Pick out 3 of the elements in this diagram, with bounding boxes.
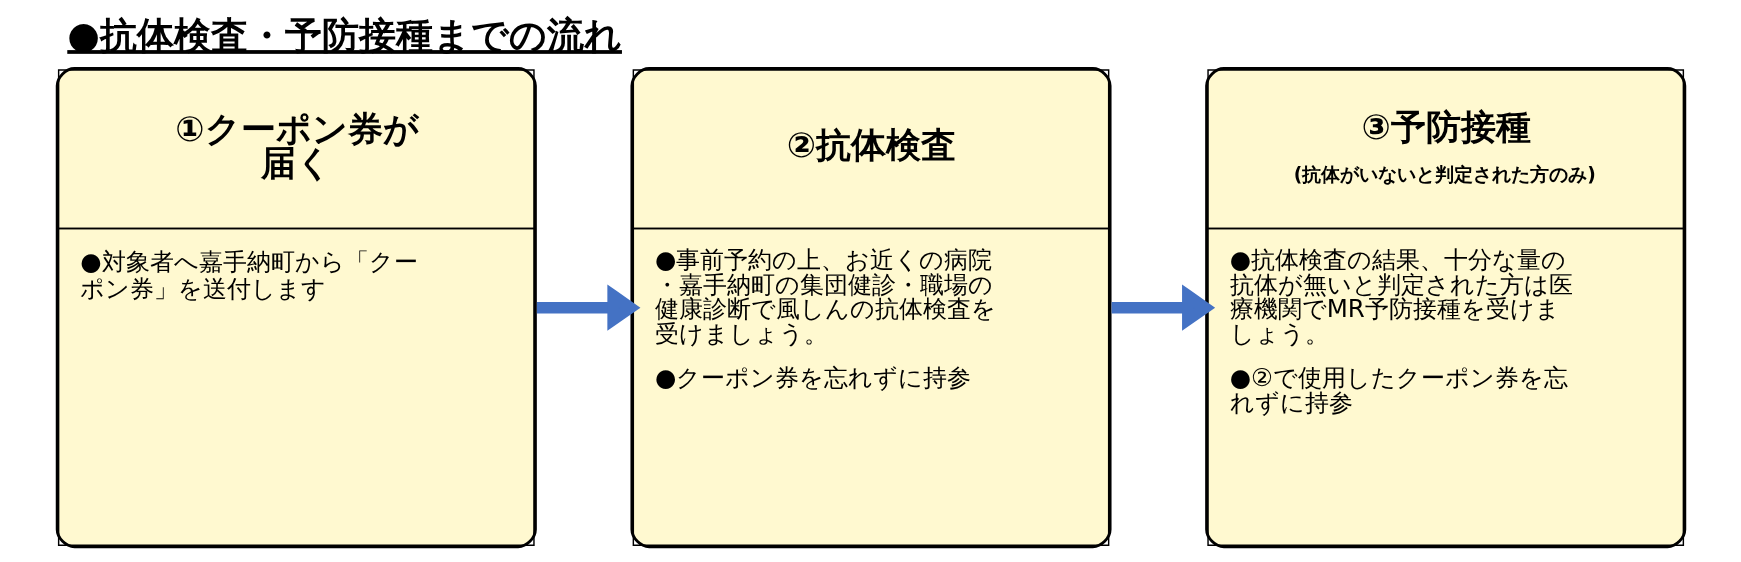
arrow [1111,284,1215,331]
arrow [536,284,640,331]
diagram-title: ●抗体検査・予防接種までの流れ [66,13,622,58]
